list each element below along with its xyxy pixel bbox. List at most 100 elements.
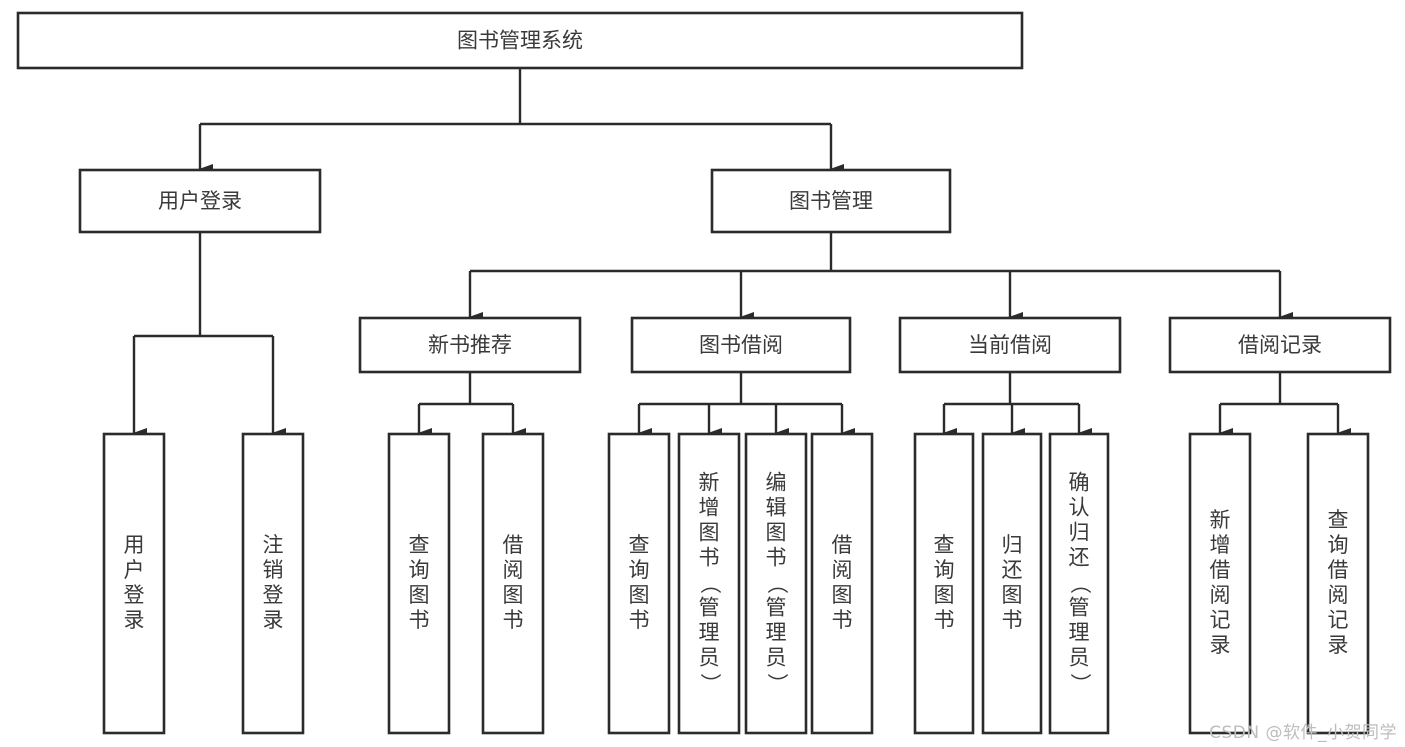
node-box-root[interactable] [16, 11, 1024, 70]
svg-text:图: 图 [503, 583, 524, 607]
svg-text:阅: 阅 [503, 558, 524, 582]
node-box-l_b2[interactable] [810, 432, 874, 735]
svg-text:新: 新 [699, 471, 720, 495]
svg-text:）: ） [765, 673, 789, 694]
node-label-n_current: 当前借阅 [968, 333, 1052, 357]
node-box-l_add[interactable] [677, 432, 741, 735]
svg-text:书: 书 [766, 546, 787, 570]
node-layer [16, 11, 1392, 735]
svg-text:理: 理 [699, 621, 720, 645]
node-box-n_book[interactable] [710, 168, 952, 234]
edge-group-book-borrow [637, 372, 855, 438]
svg-text:）: ） [698, 673, 722, 694]
svg-text:阅: 阅 [1328, 583, 1349, 607]
svg-text:归: 归 [1002, 533, 1023, 557]
svg-text:员: 员 [699, 646, 720, 670]
svg-text:确: 确 [1069, 471, 1090, 495]
node-box-l_b1[interactable] [481, 432, 545, 735]
svg-text:阅: 阅 [832, 558, 853, 582]
svg-text:管: 管 [699, 596, 720, 620]
svg-text:图: 图 [766, 521, 787, 545]
svg-text:书: 书 [629, 608, 650, 632]
svg-text:图: 图 [934, 583, 955, 607]
svg-text:询: 询 [934, 558, 955, 582]
svg-text:借: 借 [1328, 558, 1349, 582]
node-box-l_q1[interactable] [387, 432, 451, 735]
svg-text:借: 借 [503, 533, 524, 557]
node-label-root: 图书管理系统 [457, 29, 583, 53]
node-box-n_user[interactable] [78, 168, 322, 234]
node-box-n_current[interactable] [898, 316, 1122, 374]
svg-text:登: 登 [263, 583, 284, 607]
svg-text:录: 录 [1210, 633, 1231, 657]
svg-text:查: 查 [934, 533, 955, 557]
svg-text:查: 查 [409, 533, 430, 557]
svg-text:管: 管 [766, 596, 787, 620]
svg-text:还: 还 [1002, 558, 1023, 582]
node-label-n_record: 借阅记录 [1238, 333, 1322, 357]
svg-text:记: 记 [1210, 608, 1231, 632]
svg-text:归: 归 [1069, 521, 1090, 545]
node-box-l_logout[interactable] [241, 432, 305, 735]
svg-text:还: 还 [1069, 546, 1090, 570]
edge-group-book-management [468, 232, 1293, 322]
svg-text:理: 理 [1069, 621, 1090, 645]
node-box-n_new[interactable] [358, 316, 582, 374]
node-label-n_book: 图书管理 [789, 189, 873, 213]
svg-text:（: （ [1068, 573, 1092, 594]
node-box-l_qrec[interactable] [1306, 432, 1370, 735]
svg-text:增: 增 [699, 496, 720, 520]
svg-text:询: 询 [409, 558, 430, 582]
svg-text:书: 书 [699, 546, 720, 570]
node-box-l_confirm[interactable] [1048, 432, 1110, 735]
svg-text:户: 户 [124, 558, 145, 582]
svg-text:增: 增 [1210, 533, 1231, 557]
svg-text:借: 借 [1210, 558, 1231, 582]
node-box-n_record[interactable] [1168, 316, 1392, 374]
svg-text:认: 认 [1069, 496, 1090, 520]
node-box-l_q2[interactable] [607, 432, 671, 735]
edge-layer [132, 68, 1351, 438]
svg-text:书: 书 [1002, 608, 1023, 632]
svg-text:图: 图 [629, 583, 650, 607]
svg-text:）: ） [1068, 673, 1092, 694]
node-label-n_user: 用户登录 [158, 189, 242, 213]
node-box-l_q3[interactable] [913, 432, 975, 735]
svg-text:书: 书 [409, 608, 430, 632]
svg-text:阅: 阅 [1210, 583, 1231, 607]
label-layer: 图书管理系统用户登录图书管理新书推荐图书借阅当前借阅借阅记录用户登录注销登录查询… [124, 29, 1349, 695]
svg-text:书: 书 [503, 608, 524, 632]
svg-text:新: 新 [1210, 508, 1231, 532]
svg-text:注: 注 [263, 533, 284, 557]
node-box-l_login[interactable] [102, 432, 166, 735]
svg-text:理: 理 [766, 621, 787, 645]
node-box-n_borrow[interactable] [630, 316, 852, 374]
node-box-l_edit[interactable] [744, 432, 808, 735]
svg-text:辑: 辑 [766, 496, 787, 520]
svg-text:图: 图 [1002, 583, 1023, 607]
svg-text:编: 编 [766, 471, 787, 495]
svg-text:用: 用 [124, 533, 145, 557]
svg-text:询: 询 [629, 558, 650, 582]
node-box-l_addrec[interactable] [1188, 432, 1252, 735]
edge-group-root [198, 68, 844, 174]
svg-text:员: 员 [766, 646, 787, 670]
svg-text:图: 图 [409, 583, 430, 607]
svg-text:借: 借 [832, 533, 853, 557]
svg-text:查: 查 [629, 533, 650, 557]
svg-text:销: 销 [263, 558, 284, 582]
svg-text:书: 书 [832, 608, 853, 632]
node-box-l_return[interactable] [981, 432, 1043, 735]
svg-text:管: 管 [1069, 596, 1090, 620]
